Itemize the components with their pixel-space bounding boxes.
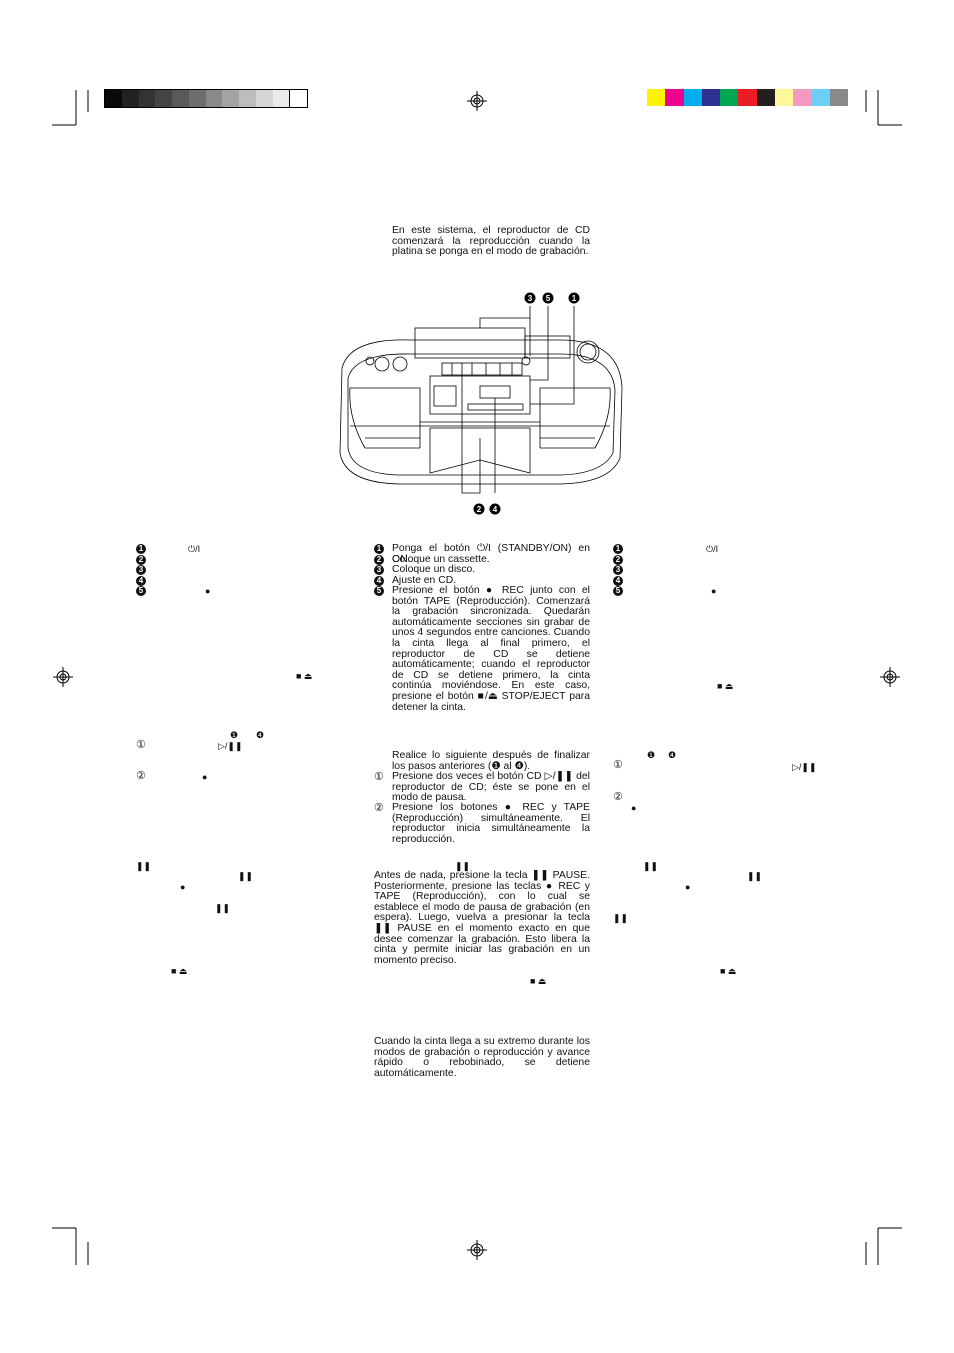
partial-intro: Realice lo siguiente después de finaliza… xyxy=(392,750,590,772)
stop-eject-icon: ■ ⏏ xyxy=(717,681,734,691)
gray-calibration-bar xyxy=(104,89,308,108)
rec-icon: ● xyxy=(631,803,637,813)
pause-icon: ❚❚ xyxy=(136,861,152,871)
callout-4: 4 xyxy=(493,505,498,514)
step-number: 3 xyxy=(613,565,623,575)
boombox-diagram: 3 5 1 2 4 xyxy=(339,292,623,515)
step-number: 1 xyxy=(374,544,384,554)
step-number: 4 xyxy=(374,576,384,586)
step-number: 1 xyxy=(136,544,146,554)
step-number: 4 xyxy=(136,576,146,586)
pause-paragraph: Antes de nada, presione la tecla ❚❚ PAUS… xyxy=(374,870,590,966)
rec-icon: ● xyxy=(202,772,208,782)
intro-paragraph: En este sistema, el reproductor de CD co… xyxy=(392,225,590,258)
callout-5: 5 xyxy=(546,294,551,303)
partial-step-text: Presione dos veces el botón CD ▷/❚❚ del … xyxy=(392,771,590,804)
step-number: 4 xyxy=(613,576,623,586)
registration-mark-right xyxy=(880,667,900,687)
partial-step-number: ② xyxy=(136,770,146,782)
play-pause-icon: ▷/❚❚ xyxy=(218,741,243,751)
pause-icon: ❚❚ xyxy=(747,871,763,881)
step-number: 1 xyxy=(613,544,623,554)
step-text: Coloque un disco. xyxy=(392,564,476,575)
rec-icon: ● xyxy=(711,586,717,596)
pause-heading-icon: ❚❚ xyxy=(455,861,471,871)
step-number: 3 xyxy=(374,565,384,575)
step-number: 5 xyxy=(136,586,146,596)
step-number: 2 xyxy=(613,555,623,565)
step-ref-4: ❹ xyxy=(256,730,265,740)
step-number: 5 xyxy=(374,586,384,596)
partial-step-number: ① xyxy=(136,739,146,751)
step-ref-1: ❶ xyxy=(230,730,239,740)
step-text: Ponga el botón ⏻/I (STANDBY/ON) en ON. xyxy=(392,543,590,565)
standby-icon: ⏻/I xyxy=(706,544,719,554)
stop-eject-icon: ■ ⏏ xyxy=(296,671,313,681)
play-pause-icon: ▷/❚❚ xyxy=(792,762,817,772)
stop-eject-icon: ■ ⏏ xyxy=(530,976,547,986)
partial-step-number: ② xyxy=(374,802,384,814)
partial-step-text: Presione los botones ● REC y TAPE (Repro… xyxy=(392,802,590,845)
registration-mark-top xyxy=(467,91,487,111)
rec-icon: ● xyxy=(685,882,691,892)
stop-eject-icon: ■ ⏏ xyxy=(720,966,737,976)
registration-mark-bottom xyxy=(467,1240,487,1260)
step-text: Presione el botón ● REC junto con el bot… xyxy=(392,585,590,713)
pause-icon: ❚❚ xyxy=(215,903,231,913)
stop-eject-icon: ■ ⏏ xyxy=(171,966,188,976)
partial-step-number: ① xyxy=(613,759,623,771)
partial-step-number: ② xyxy=(613,791,623,803)
end-paragraph: Cuando la cinta llega a su extremo duran… xyxy=(374,1036,590,1079)
step-text: Ajuste en CD. xyxy=(392,575,457,586)
step-number: 5 xyxy=(613,586,623,596)
step-number: 2 xyxy=(136,555,146,565)
rec-icon: ● xyxy=(205,586,211,596)
partial-step-number: ① xyxy=(374,771,384,783)
registration-mark-left xyxy=(53,667,73,687)
step-text: Coloque un cassette. xyxy=(392,554,490,565)
callout-2: 2 xyxy=(477,505,482,514)
pause-icon: ❚❚ xyxy=(238,871,254,881)
pause-icon: ❚❚ xyxy=(643,861,659,871)
step-number: 2 xyxy=(374,555,384,565)
rec-icon: ● xyxy=(180,882,186,892)
standby-icon: ⏻/I xyxy=(188,544,201,554)
step-ref-4: ❹ xyxy=(668,750,677,760)
step-ref-1: ❶ xyxy=(647,750,656,760)
callout-1: 1 xyxy=(572,294,577,303)
callout-3: 3 xyxy=(528,294,533,303)
pause-icon: ❚❚ xyxy=(613,913,629,923)
step-number: 3 xyxy=(136,565,146,575)
color-calibration-bar xyxy=(647,89,848,106)
